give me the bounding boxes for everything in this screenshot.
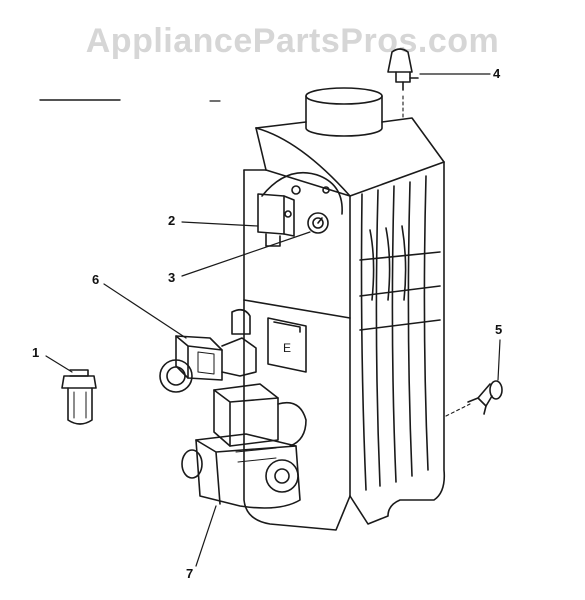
- callout-1: 1: [32, 345, 40, 360]
- callout-2: 2: [168, 213, 176, 228]
- callout-5: 5: [495, 322, 503, 337]
- boiler-ribbed-side: [349, 161, 446, 525]
- callout-3: 3: [168, 270, 176, 285]
- flue-collar: [305, 87, 383, 137]
- boiler-front-panel: E: [243, 169, 351, 531]
- callout-6: 6: [92, 272, 100, 287]
- watermark-logo: AppliancePartsPros.com: [85, 22, 500, 60]
- leader-lines: [45, 73, 501, 567]
- gauge-part-3: [307, 212, 329, 234]
- oil-filter-part-1: [61, 369, 97, 425]
- circulator-pump-part-6: [159, 308, 257, 393]
- callout-4: 4: [493, 66, 501, 81]
- control-box-part-2: [257, 193, 295, 247]
- air-vent-part-4: [387, 48, 419, 119]
- drain-valve-part-5: [445, 380, 503, 417]
- callout-7: 7: [186, 566, 194, 581]
- svg-text:E: E: [283, 341, 291, 355]
- boiler-top: [255, 117, 445, 497]
- oil-burner-part-7: [181, 383, 307, 509]
